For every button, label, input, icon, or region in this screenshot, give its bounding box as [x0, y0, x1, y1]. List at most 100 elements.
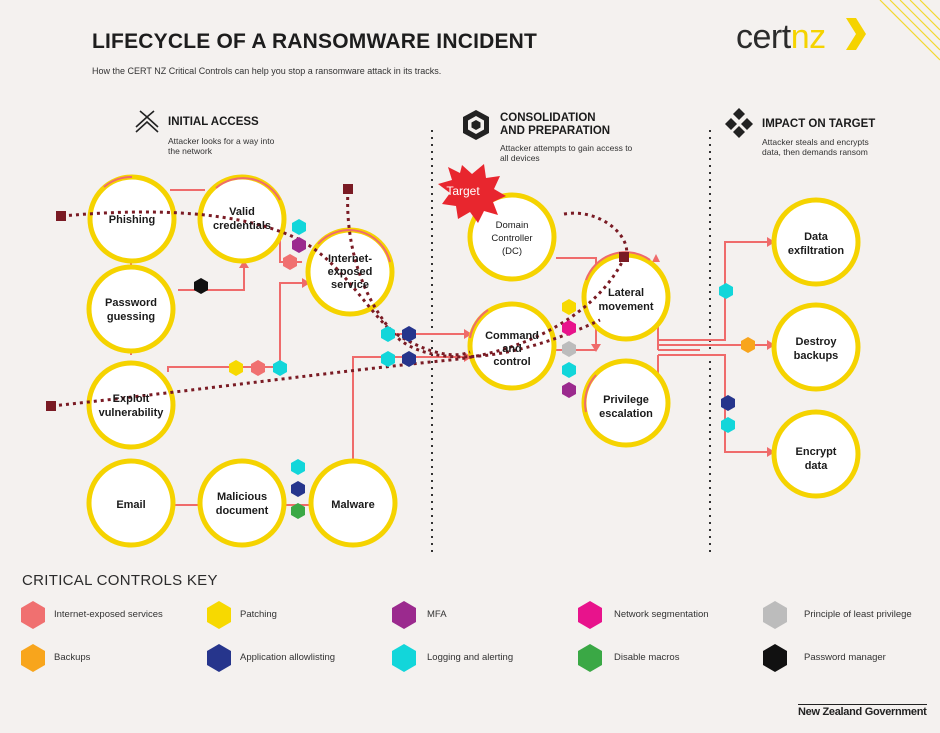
- hex-password-1: [194, 278, 208, 294]
- label-dc-1: Domain: [496, 220, 529, 231]
- hex-allowlist-1: [402, 326, 416, 342]
- section-desc-consolidation-line2: all devices: [500, 153, 540, 163]
- key-hex-allowlisting: [207, 644, 231, 672]
- label-dc-2: Controller: [491, 233, 532, 244]
- key-hex-mfa: [392, 601, 416, 629]
- hex-privilege-1: [562, 341, 576, 357]
- section-title-consolidation-line2: AND PREPARATION: [500, 125, 611, 137]
- node-malware: [308, 458, 398, 548]
- label-privilege-1: Privilege: [603, 394, 649, 406]
- key-label-patching: Patching: [240, 609, 277, 620]
- label-destroy-2: backups: [794, 350, 839, 362]
- key-label-macros: Disable macros: [614, 652, 680, 663]
- label-command-3: control: [493, 356, 530, 368]
- key-hex-password: [763, 644, 787, 672]
- key-label-internet: Internet-exposed services: [54, 609, 163, 620]
- key-label-privilege: Principle of least privilege: [804, 609, 912, 620]
- label-exploit-2: vulnerability: [99, 407, 165, 419]
- label-phishing: Phishing: [109, 214, 155, 226]
- section-desc-initial-line1: Attacker looks for a way into: [168, 136, 275, 146]
- arrow-heads: [239, 237, 775, 457]
- label-email: Email: [116, 499, 145, 511]
- label-valid-credentials-1: Valid: [229, 206, 255, 218]
- label-malicious-2: document: [216, 505, 269, 517]
- node-privilege: [581, 358, 671, 448]
- key-label-segmentation: Network segmentation: [614, 609, 709, 620]
- label-password-guessing-2: guessing: [107, 311, 155, 323]
- node-destroy: [771, 302, 861, 392]
- logo-text-nz: nz: [790, 18, 826, 56]
- hex-allowlist-4: [721, 395, 735, 411]
- hex-mfa-2: [562, 382, 576, 398]
- section-desc-impact-line2: data, then demands ransom: [762, 147, 868, 157]
- key-label-password: Password manager: [804, 652, 886, 663]
- node-exfiltration: [771, 197, 861, 287]
- hex-logging-8: [721, 417, 735, 433]
- hex-logging-2: [273, 360, 287, 376]
- logo-chevron-icon: [846, 18, 866, 50]
- label-exploit-1: Exploit: [113, 393, 150, 405]
- key-hexagons: [21, 601, 787, 672]
- corner-stripes-decoration: [879, 0, 940, 61]
- section-title-impact: IMPACT ON TARGET: [762, 118, 876, 130]
- label-lateral-1: Lateral: [608, 287, 644, 299]
- nz-government-logo: New Zealand Government: [798, 704, 927, 718]
- section-desc-initial-line2: the network: [168, 146, 212, 156]
- label-exfiltration-1: Data: [804, 231, 829, 243]
- label-command-1: Command: [485, 330, 539, 342]
- impact-target-icon: [725, 108, 753, 138]
- label-internet-1: Internet-: [328, 253, 372, 265]
- node-circles: [86, 174, 861, 548]
- node-outline-accents: [215, 177, 651, 413]
- label-internet-2: exposed: [328, 266, 373, 278]
- section-desc-impact-line1: Attacker steals and encrypts: [762, 137, 869, 147]
- label-malware: Malware: [331, 499, 374, 511]
- label-privilege-2: escalation: [599, 408, 653, 420]
- dc-labels: Domain Controller (DC): [491, 220, 532, 257]
- target-burst-icon: [438, 164, 506, 223]
- page-title: LIFECYCLE OF A RANSOMWARE INCIDENT: [92, 30, 538, 53]
- hex-backups-1: [741, 337, 755, 353]
- label-dc-3: (DC): [502, 246, 522, 257]
- label-destroy-1: Destroy: [796, 336, 838, 348]
- key-hex-logging: [392, 644, 416, 672]
- section-title-consolidation-line1: CONSOLIDATION: [500, 112, 596, 124]
- label-lateral-2: movement: [598, 301, 653, 313]
- section-desc-consolidation-line1: Attacker attempts to gain access to: [500, 143, 633, 153]
- node-email: [86, 458, 176, 548]
- label-exfiltration-2: exfiltration: [788, 245, 845, 257]
- key-label-backups: Backups: [54, 652, 91, 663]
- label-encrypt-1: Encrypt: [796, 446, 837, 458]
- node-domain-controller: [467, 192, 557, 282]
- label-encrypt-2: data: [805, 460, 829, 472]
- attack-start-markers: [46, 184, 629, 411]
- label-password-guessing-1: Password: [105, 297, 157, 309]
- key-label-allowlisting: Application allowlisting: [240, 652, 336, 663]
- key-label-logging: Logging and alerting: [427, 652, 514, 663]
- label-malicious-1: Malicious: [217, 491, 267, 503]
- hex-internet-1: [283, 254, 297, 270]
- node-malicious-doc: [197, 458, 287, 548]
- logo-text-cert: cert: [736, 18, 791, 56]
- label-valid-credentials-2: credentials: [213, 220, 271, 232]
- hex-patching-2: [562, 299, 576, 315]
- hex-logging-4: [381, 351, 395, 367]
- node-exploit: [86, 360, 176, 450]
- hex-logging-7: [719, 283, 733, 299]
- page-subtitle: How the CERT NZ Critical Controls can he…: [92, 66, 442, 76]
- hex-segmentation-1: [562, 320, 576, 336]
- node-password-guessing: [86, 264, 176, 354]
- node-encrypt: [771, 409, 861, 499]
- hex-logging-6: [562, 362, 576, 378]
- hex-macros-1: [291, 503, 305, 519]
- hex-allowlist-3: [291, 481, 305, 497]
- key-title: CRITICAL CONTROLS KEY: [22, 572, 218, 589]
- label-internet-3: service: [331, 279, 369, 291]
- hex-logging-5: [291, 459, 305, 475]
- initial-access-icon: [135, 110, 159, 133]
- hex-logging-3: [381, 326, 395, 342]
- key-hex-segmentation: [578, 601, 602, 629]
- key-label-mfa: MFA: [427, 609, 447, 620]
- consolidation-hexagon-icon: [463, 110, 489, 140]
